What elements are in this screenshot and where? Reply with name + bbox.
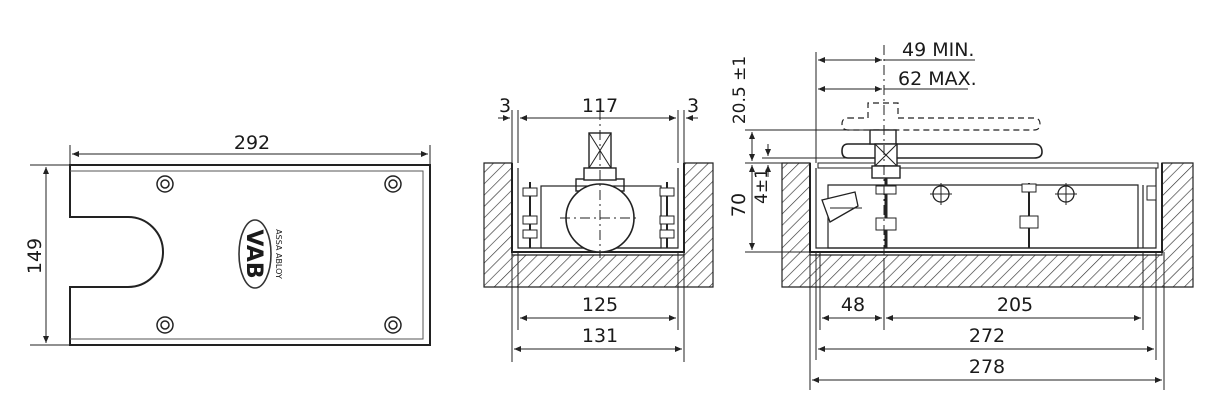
door-arm-max (841, 102, 1041, 131)
section-top-center-label: 117 (582, 95, 618, 117)
screw-icon (384, 316, 402, 334)
section-bottom-outer-label: 131 (582, 325, 618, 347)
screw-icon (384, 175, 402, 193)
spindle-max-label: 62 MAX. (898, 68, 977, 90)
piston-rod (1019, 183, 1039, 248)
plan-view: VAB ASSA ABLOY 292 149 (24, 132, 431, 346)
spring-left (522, 182, 538, 248)
section-bottom-inner-label: 125 (582, 294, 618, 316)
valve-icon (930, 183, 952, 205)
plan-width-label: 292 (234, 132, 270, 154)
valve-icon (1055, 183, 1077, 205)
plan-plate-inner-border (70, 170, 424, 340)
screw-icon (156, 175, 174, 193)
side-view: 49 MIN. 62 MAX. 20.5 ±1 70 4±1 48 205 27… (728, 39, 1194, 390)
side-dim-48-label: 48 (841, 294, 865, 316)
section-top-right-label: 3 (687, 95, 699, 117)
section-top-left-label: 3 (499, 95, 511, 117)
side-dim-278-label: 278 (969, 356, 1005, 378)
section-view: 3 117 3 125 131 (483, 95, 714, 362)
brand-text: ASSA ABLOY (274, 229, 283, 279)
spindle-min-label: 49 MIN. (902, 39, 974, 61)
small-offset-label: 4±1 (752, 168, 772, 204)
side-dim-205-label: 205 (997, 294, 1033, 316)
depth-label: 70 (728, 193, 750, 217)
side-box (809, 163, 1163, 253)
vab-logo-mark: VAB (241, 229, 266, 278)
screw-icon (156, 316, 174, 334)
spring-right (659, 182, 675, 248)
side-dim-272-label: 272 (969, 325, 1005, 347)
door-arm (841, 143, 1043, 159)
plan-height-label: 149 (24, 238, 46, 274)
plan-plate-outline (69, 164, 431, 346)
vab-logo: VAB (238, 219, 272, 289)
top-offset-label: 20.5 ±1 (730, 56, 750, 124)
